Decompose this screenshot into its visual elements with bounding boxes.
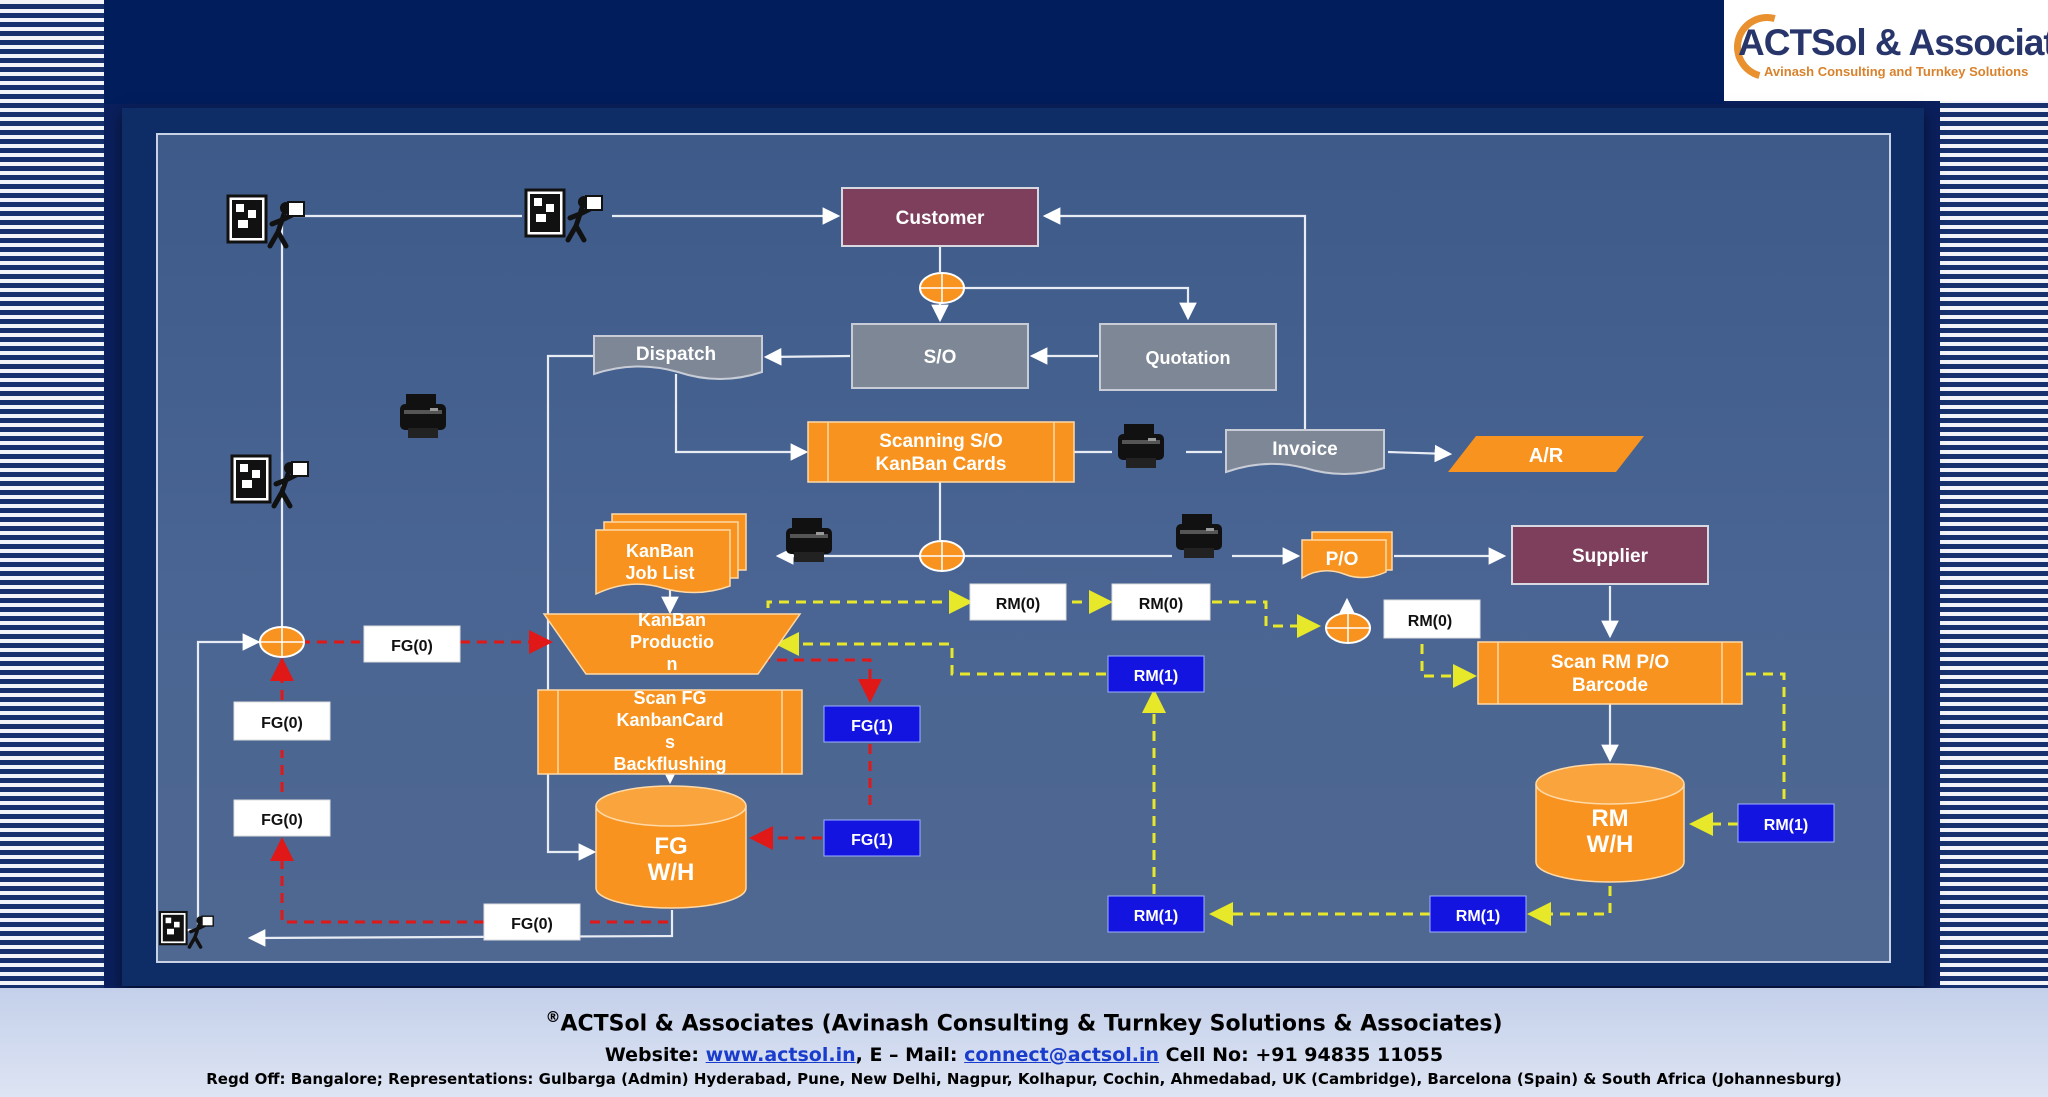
fg0-card-1: FG(0) (363, 625, 461, 663)
kanban-production-node: KanBan Productio n (542, 610, 802, 675)
email-link[interactable]: connect@actsol.in (964, 1044, 1160, 1066)
company-logo: ACTSol & Associates Avinash Consulting a… (1721, 0, 2048, 101)
registered-mark: ® (545, 1008, 561, 1026)
scan-rm-line2: Barcode (1572, 675, 1648, 696)
fg1-card-2: FG(1) (823, 819, 921, 857)
rm1-card-3: RM(1) (1429, 895, 1527, 933)
footer-contact-line: Website: www.actsol.in, E – Mail: connec… (0, 1044, 2048, 1066)
fg0-card-3-label: FG(0) (261, 812, 303, 829)
scan-fg-line1: Scan FG (633, 688, 706, 708)
worker-icon-bottom-left (158, 910, 215, 949)
customer-node: Customer (841, 187, 1039, 247)
rm1-card-3-label: RM(1) (1456, 908, 1500, 925)
worker-icon-middle-left (232, 456, 308, 506)
customer-label: Customer (896, 208, 985, 229)
worker-icon-top-center (526, 190, 602, 240)
rm0-card-2: RM(0) (1111, 583, 1211, 621)
rm1-card-2: RM(1) (1737, 803, 1835, 843)
footer-company-name: ACTSol & Associates (Avinash Consulting … (560, 1011, 1503, 1037)
dispatch-node: Dispatch (593, 335, 763, 380)
rm0-card-1: RM(0) (969, 583, 1067, 621)
email-label: , E – Mail: (855, 1044, 958, 1066)
scanning-so-node: Scanning S/O KanBan Cards (807, 421, 1075, 483)
so-label: S/O (924, 347, 957, 368)
footer-offices-line: Regd Off: Bangalore; Representations: Gu… (206, 1070, 1842, 1088)
top-band (104, 0, 1724, 104)
fg-wh-line2: W/H (648, 859, 695, 886)
fg1-card-1-label: FG(1) (851, 718, 893, 735)
fg1-card-1: FG(1) (823, 705, 921, 743)
website-link[interactable]: www.actsol.in (705, 1044, 856, 1066)
scan-rm-node: Scan RM P/O Barcode (1477, 641, 1743, 705)
production-line2: Productio (630, 632, 714, 652)
website-label: Website: (604, 1044, 700, 1066)
right-stripe-decoration (1940, 0, 2048, 988)
scan-rm-line1: Scan RM P/O (1551, 652, 1669, 673)
rm-wh-line2: W/H (1587, 831, 1634, 858)
junction-nodes (259, 272, 1371, 658)
job-list-line1: KanBan (626, 541, 694, 561)
production-line3: n (667, 654, 678, 674)
worker-icon-top-left (228, 196, 304, 246)
fg-warehouse-node: FG W/H (595, 785, 747, 909)
rm0-card-3-label: RM(0) (1408, 613, 1452, 630)
fg0-card-2-label: FG(0) (261, 715, 303, 732)
rm1-card-1: RM(1) (1107, 655, 1205, 693)
rm1-card-2-label: RM(1) (1764, 817, 1808, 834)
dispatch-label: Dispatch (636, 344, 716, 365)
supplier-label: Supplier (1572, 546, 1649, 567)
fg0-card-4-label: FG(0) (511, 916, 553, 933)
quotation-node: Quotation (1099, 323, 1277, 391)
fg1-card-2-label: FG(1) (851, 832, 893, 849)
footer: ®ACTSol & Associates (Avinash Consulting… (0, 988, 2048, 1097)
fg0-card-2: FG(0) (233, 701, 331, 741)
production-line1: KanBan (638, 610, 706, 630)
printer-icon-left (400, 394, 446, 438)
rm-warehouse-node: RM W/H (1535, 763, 1685, 883)
fg0-card-1-label: FG(0) (391, 638, 433, 655)
po-label: P/O (1326, 549, 1359, 570)
rm0-card-2-label: RM(0) (1139, 596, 1183, 613)
rm0-card-1-label: RM(0) (996, 596, 1040, 613)
accounts-receivable-node: A/R (1448, 436, 1644, 472)
scan-fg-line4: Backflushing (613, 754, 726, 774)
left-stripe-decoration (0, 0, 104, 988)
kanban-job-list-node: KanBan Job List (595, 513, 747, 596)
finished-goods-flow (270, 630, 882, 924)
scan-fg-line2: KanbanCard (616, 710, 723, 730)
scan-fg-line3: s (665, 732, 675, 752)
rm1-card-1-label: RM(1) (1134, 668, 1178, 685)
rm1-card-4-label: RM(1) (1134, 908, 1178, 925)
rm-wh-line1: RM (1591, 805, 1628, 832)
ar-label: A/R (1529, 445, 1564, 467)
logo-subtitle: Avinash Consulting and Turnkey Solutions (1764, 64, 2029, 79)
rm1-card-4: RM(1) (1107, 895, 1205, 933)
sales-order-node: S/O (851, 323, 1029, 389)
cell-number: Cell No: +91 94835 11055 (1159, 1044, 1444, 1066)
invoice-node: Invoice (1225, 429, 1385, 475)
invoice-label: Invoice (1272, 439, 1337, 460)
kanban-flow-diagram: Customer S/O Quotation Dispatch Invoice … (158, 187, 1835, 949)
fg0-card-3: FG(0) (233, 799, 331, 837)
job-list-line2: Job List (625, 563, 694, 583)
purchase-order-node: P/O (1301, 531, 1393, 580)
fg-wh-line1: FG (654, 833, 687, 860)
quotation-label: Quotation (1146, 348, 1231, 368)
printer-icon-po (1176, 514, 1222, 558)
rm0-card-3: RM(0) (1383, 599, 1481, 639)
footer-company-line: ®ACTSol & Associates (Avinash Consulting… (0, 1008, 2048, 1036)
scan-fg-node: Scan FG KanbanCard s Backflushing (537, 688, 803, 775)
fg0-card-4: FG(0) (483, 903, 581, 941)
supplier-node: Supplier (1511, 525, 1709, 585)
logo-title: ACTSol & Associates (1738, 22, 2048, 63)
scanning-so-line1: Scanning S/O (879, 431, 1003, 452)
scanning-so-line2: KanBan Cards (876, 454, 1007, 475)
printer-icon-invoice (1118, 424, 1164, 468)
